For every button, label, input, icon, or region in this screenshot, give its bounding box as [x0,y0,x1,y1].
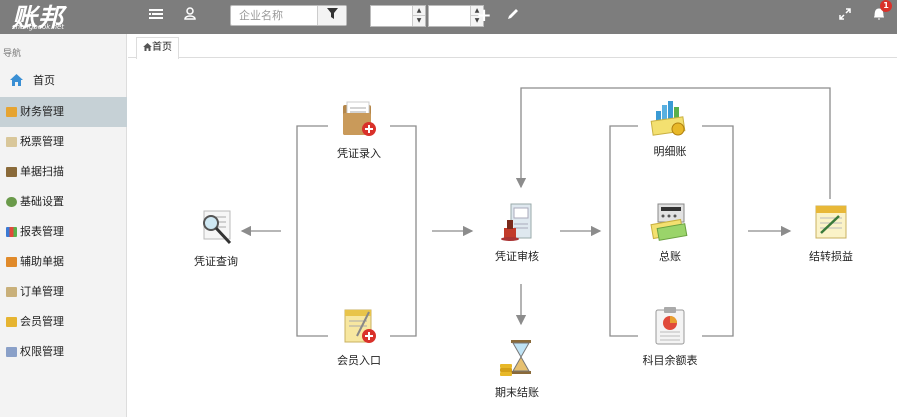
sidebar-item-finance[interactable]: 财务管理 [0,97,127,127]
stamp-audit-icon [497,202,537,242]
home-icon [143,43,152,51]
sidebar-item-label: 权限管理 [20,345,64,358]
connector-mid-bracket [390,125,417,337]
scan-icon [6,167,17,177]
logo-subtitle: zhangbook.net [12,23,65,31]
spinner-arrows[interactable]: ▲▼ [412,6,425,26]
order-icon [6,287,17,297]
sidebar-item-label: 财务管理 [20,105,64,118]
node-general-ledger[interactable]: 总账 [635,202,705,264]
logo-text: 账邦 [12,3,65,32]
invoice-icon [6,137,17,147]
node-label: 凭证录入 [337,147,381,160]
node-transfer-pl[interactable]: 结转损益 [796,202,866,264]
node-voucher-audit[interactable]: 凭证审核 [482,202,552,264]
spinner-arrows[interactable]: ▲▼ [470,6,483,26]
node-label: 科目余额表 [642,354,698,367]
folder-add-icon [339,99,379,139]
add-icon[interactable]: + [476,5,492,26]
sidebar-item-label: 单据扫描 [20,165,64,178]
home-icon [10,74,23,86]
nav-title: 导航 [3,49,22,59]
sidebar-item-reports[interactable]: 报表管理 [0,217,127,247]
sidebar-item-label: 订单管理 [20,285,64,298]
node-label: 期末结账 [495,386,539,399]
user-icon[interactable] [180,6,200,26]
sidebar-item-permissions[interactable]: 权限管理 [0,337,127,367]
magnifier-document-icon [196,207,236,247]
menu-toggle-icon[interactable] [146,6,166,26]
clipboard-pie-icon [650,306,690,346]
node-label: 凭证查询 [194,255,238,268]
register-money-icon [650,202,690,242]
sidebar-item-label: 报表管理 [20,225,64,238]
bell-icon[interactable] [869,6,889,26]
notification-badge: 1 [880,0,892,12]
hourglass-coins-icon [497,338,537,378]
filter-icon [326,8,338,19]
spinner-down-icon[interactable]: ▼ [416,17,422,24]
sidebar-item-label: 首页 [33,74,55,87]
app-logo[interactable]: 账邦 zhangbook.net [4,0,126,34]
notepad-pencil-icon [811,202,851,242]
tab-bar: 首页 [128,34,897,59]
tab-label: 首页 [152,42,172,53]
sidebar-item-home[interactable]: 首页 [0,66,127,96]
bar-chart-icon [6,227,17,237]
node-label: 明细账 [653,145,687,158]
chart-coins-icon [650,97,690,137]
settings-users-icon [6,197,17,207]
node-label: 会员入口 [337,354,381,367]
top-bar: 账邦 zhangbook.net ▲▼ ▲▼ + 1 [0,0,897,34]
spinner-down-icon[interactable]: ▼ [474,17,480,24]
node-account-balance[interactable]: 科目余额表 [635,306,705,368]
company-search-input[interactable] [231,6,317,25]
period-spinner-2[interactable]: ▲▼ [428,5,484,27]
sidebar-item-label: 税票管理 [20,135,64,148]
flow-connectors [240,87,831,337]
spinner-up-icon[interactable]: ▲ [413,6,425,16]
finance-icon [6,107,17,117]
sidebar-item-label: 会员管理 [20,315,64,328]
sidebar-item-aux-docs[interactable]: 辅助单据 [0,247,127,277]
period-spinner-1[interactable]: ▲▼ [370,5,426,27]
filter-button[interactable] [317,6,346,25]
connector-left-bracket [296,125,328,337]
document-add-icon [339,306,379,346]
node-label: 凭证审核 [495,250,539,263]
sidebar-item-basic-settings[interactable]: 基础设置 [0,187,127,217]
sidebar-item-tax-invoice[interactable]: 税票管理 [0,127,127,157]
sidebar-item-label: 基础设置 [20,195,64,208]
fullscreen-icon[interactable] [835,6,855,26]
workflow-canvas: 凭证录入 会员入口 凭证查询 凭证审核 期末结账 明细账 [128,59,897,417]
permission-icon [6,347,17,357]
connector-right-bracket-left [609,125,638,337]
sidebar: 导航 首页 财务管理 税票管理 单据扫描 基础设置 报表管理 辅助单据 订单管理… [0,34,127,417]
edit-icon[interactable] [503,6,523,26]
sidebar-item-orders[interactable]: 订单管理 [0,277,127,307]
sidebar-item-members[interactable]: 会员管理 [0,307,127,337]
node-label: 结转损益 [809,250,853,263]
sidebar-item-doc-scan[interactable]: 单据扫描 [0,157,127,187]
arrow-loop-back [515,87,831,199]
node-voucher-entry[interactable]: 凭证录入 [324,99,394,161]
node-label: 总账 [659,250,681,263]
crown-icon [6,317,17,327]
company-search [230,5,347,26]
aux-doc-icon [6,257,17,267]
node-voucher-query[interactable]: 凭证查询 [181,207,251,269]
node-detail-ledger[interactable]: 明细账 [635,97,705,159]
spinner-up-icon[interactable]: ▲ [471,6,483,16]
node-period-close[interactable]: 期末结账 [482,338,552,400]
connector-right-bracket-right [702,125,734,337]
node-member-entry[interactable]: 会员入口 [324,306,394,368]
sidebar-item-label: 辅助单据 [20,255,64,268]
tab-home[interactable]: 首页 [136,37,179,59]
